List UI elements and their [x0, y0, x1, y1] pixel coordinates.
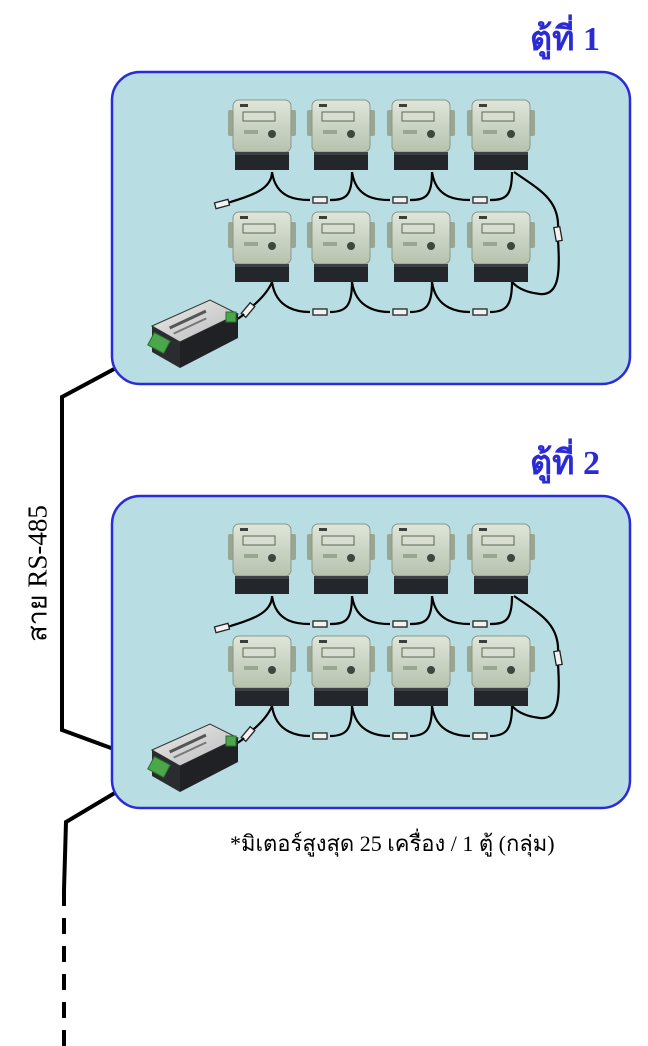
cable-connector-icon: [312, 732, 328, 740]
energy-meter-icon: [307, 635, 375, 706]
energy-meter-icon: [467, 635, 535, 706]
cable-connector-icon: [553, 649, 563, 667]
cable-connector-icon: [312, 308, 328, 316]
cable-connector-icon: [392, 732, 408, 740]
energy-meter-icon: [228, 99, 296, 170]
cabinet-1-title: ตู้ที่ 1: [530, 21, 600, 58]
cable-connector-icon: [213, 622, 231, 634]
cable-connector-icon: [553, 225, 563, 243]
cable-connector-icon: [472, 732, 488, 740]
energy-meter-icon: [467, 99, 535, 170]
energy-meter-icon: [228, 211, 296, 282]
daisy-chain-cables: [213, 595, 563, 747]
energy-meter-icon: [307, 99, 375, 170]
energy-meter-icon: [387, 99, 455, 170]
rs485-converter-icon: [147, 299, 240, 368]
cabinets: [110, 70, 632, 810]
energy-meter-icon: [228, 635, 296, 706]
cable-connector-icon: [312, 196, 328, 204]
cable-connector-icon: [312, 620, 328, 628]
energy-meter-icon: [387, 523, 455, 594]
cable-connector-icon: [392, 196, 408, 204]
cabinet-2: [110, 494, 632, 810]
rs485-converter-icon: [147, 723, 240, 792]
cabinet-2-title: ตู้ที่ 2: [530, 445, 600, 482]
energy-meter-icon: [387, 635, 455, 706]
energy-meter-icon: [307, 211, 375, 282]
cable-connector-icon: [392, 620, 408, 628]
cable-connector-icon: [472, 196, 488, 204]
daisy-chain-cables: [213, 171, 563, 323]
energy-meter-icon: [467, 211, 535, 282]
cabinet-1: [110, 70, 632, 386]
max-meters-note: *มิเตอร์สูงสุด 25 เครื่อง / 1 ตู้ (กลุ่ม…: [230, 831, 555, 856]
energy-meter-icon: [387, 211, 455, 282]
cable-connector-icon: [213, 198, 231, 210]
rs485-cable-label: สาย RS-485: [22, 505, 53, 642]
energy-meter-icon: [307, 523, 375, 594]
cable-connector-icon: [472, 620, 488, 628]
cable-connector-icon: [392, 308, 408, 316]
cable-connector-icon: [472, 308, 488, 316]
energy-meter-icon: [228, 523, 296, 594]
energy-meter-icon: [467, 523, 535, 594]
